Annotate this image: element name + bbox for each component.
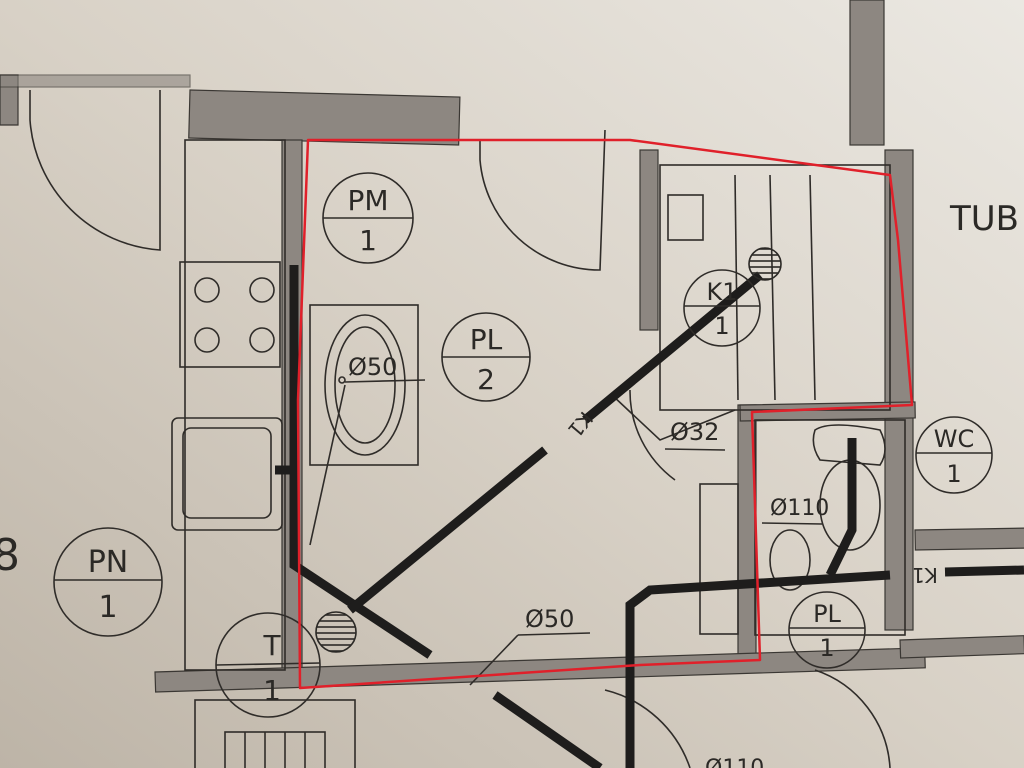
room-tag-pl1: PL 1: [788, 591, 866, 669]
pipe-code-label: K1: [912, 563, 938, 587]
tag-code: K1: [706, 278, 737, 306]
tag-number: 1: [819, 634, 834, 662]
room-tag-pl2: PL 2: [441, 312, 531, 402]
tag-code: WC: [934, 425, 975, 453]
red-outline-annotation: [296, 138, 914, 690]
pipe-diameter-label: Ø50: [525, 605, 574, 633]
tag-number: 1: [263, 674, 281, 707]
tag-number: 1: [946, 460, 961, 488]
pipe-diameter-label: Ø110: [705, 756, 764, 768]
room-tag-t1: T 1: [215, 612, 321, 718]
pipe-diameter-label: Ø32: [670, 418, 719, 446]
pipe-diameter-label: Ø50: [348, 353, 397, 381]
floor-drain-icon: [748, 247, 782, 281]
room-tag-wc1: WC 1: [915, 416, 993, 494]
room-tag-pn1: PN 1: [53, 527, 163, 637]
room-tag-pm1: PM 1: [322, 172, 414, 264]
tag-number: 1: [98, 590, 117, 625]
floor-drain-icon: [315, 611, 357, 653]
tag-code: T: [262, 629, 281, 662]
pipe-diameter-label: Ø110: [770, 496, 829, 521]
tag-code: PM: [347, 184, 388, 217]
tag-code: PL: [470, 323, 503, 356]
tag-number: 1: [714, 312, 729, 340]
room-tag-k1: K1 1: [683, 269, 761, 347]
drain-pipes: [275, 265, 1024, 768]
tag-code: PN: [88, 545, 129, 580]
tag-number: 1: [359, 224, 377, 257]
room-name-label: TUB: [949, 199, 1019, 239]
cut-off-label: 8: [0, 530, 20, 581]
tag-code: PL: [813, 600, 841, 628]
tag-number: 2: [477, 363, 495, 396]
fixtures: [29, 90, 906, 768]
